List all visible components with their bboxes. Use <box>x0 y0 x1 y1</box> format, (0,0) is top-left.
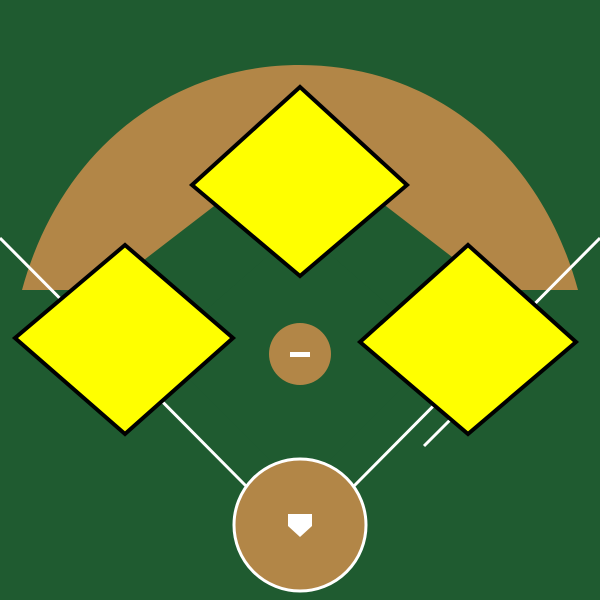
third-base[interactable] <box>11 242 237 437</box>
first-base[interactable] <box>356 242 580 437</box>
infield-dirt-arc <box>22 65 578 290</box>
home-plate[interactable] <box>288 514 312 537</box>
second-base[interactable] <box>188 84 411 279</box>
coach-box-line <box>422 416 454 448</box>
pitchers-rubber <box>290 352 310 357</box>
